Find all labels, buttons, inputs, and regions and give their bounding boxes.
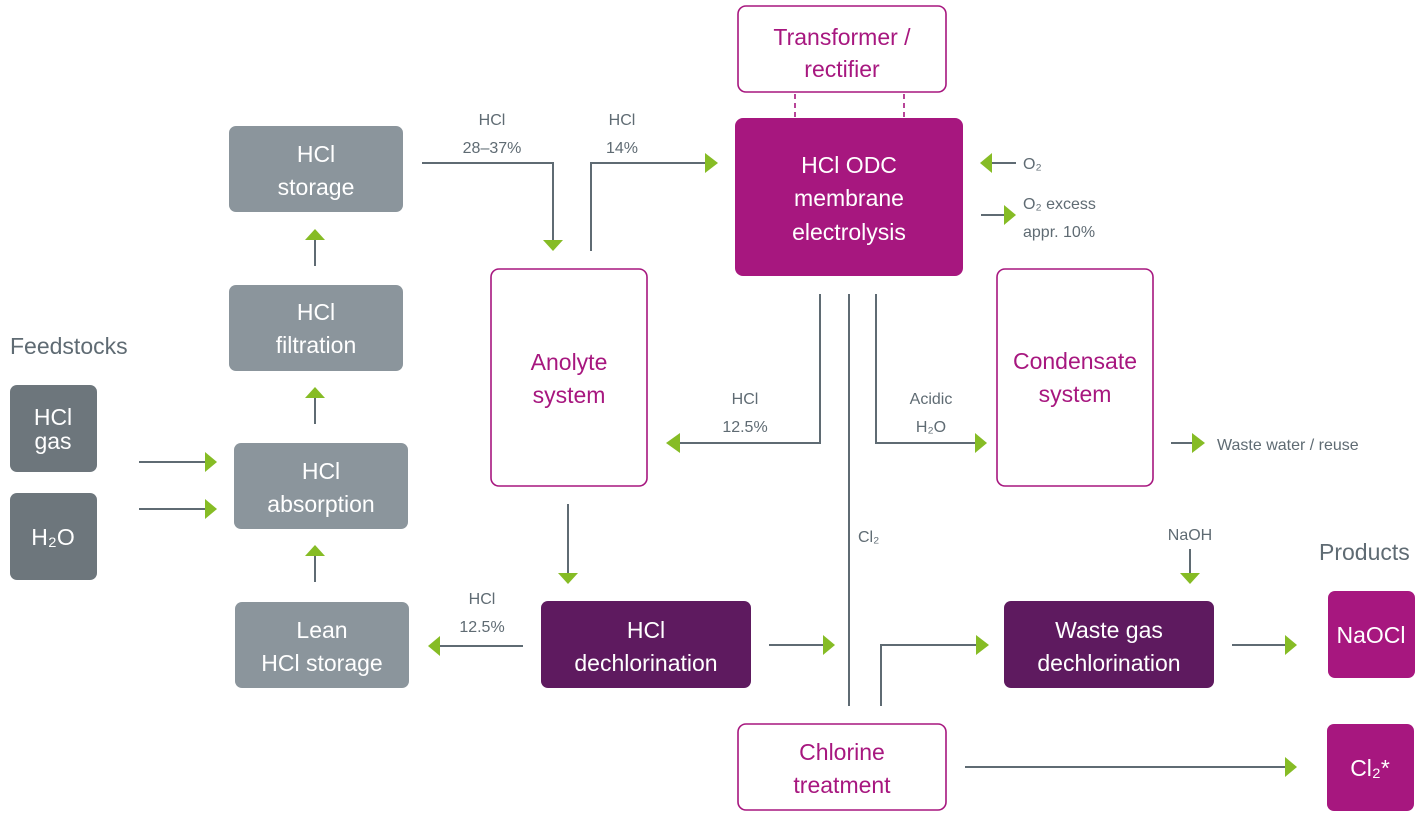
svg-text:gas: gas [34, 428, 71, 454]
svg-text:NaOCl: NaOCl [1336, 622, 1405, 648]
svg-text:Lean: Lean [296, 617, 347, 643]
svg-text:Condensate: Condensate [1013, 348, 1137, 374]
label-hcl-12-5-lean-pct: 12.5% [459, 619, 504, 636]
svg-text:HCl: HCl [297, 299, 335, 325]
svg-text:absorption: absorption [267, 491, 374, 517]
arrow-right-icon [976, 635, 989, 655]
label-hcl-14: HCl [609, 112, 636, 129]
label-naoh: NaOH [1168, 527, 1212, 544]
svg-text:dechlorination: dechlorination [1037, 650, 1180, 676]
arrow-up-icon [305, 387, 325, 398]
svg-text:electrolysis: electrolysis [792, 219, 906, 245]
svg-text:HCl: HCl [302, 458, 340, 484]
label-hcl-28-37: HCl [479, 112, 506, 129]
arrow-heads [205, 153, 1297, 777]
svg-text:HCl ODC: HCl ODC [801, 152, 897, 178]
svg-text:Waste gas: Waste gas [1055, 617, 1163, 643]
node-hcl-dechlorination: HCl dechlorination [541, 601, 751, 688]
label-hcl-12-5-anolyte: HCl [732, 391, 759, 408]
arrow-left-icon [980, 153, 992, 173]
svg-text:Transformer /: Transformer / [773, 24, 911, 50]
arrow-right-icon [1285, 757, 1297, 777]
label-o2-excess: O₂ excess [1023, 196, 1096, 213]
node-hcl-storage: HCl storage [229, 126, 403, 212]
arrow-right-icon [975, 433, 987, 453]
svg-text:treatment: treatment [793, 772, 891, 798]
label-hcl-28-37-pct: 28–37% [463, 140, 522, 157]
svg-text:HCl: HCl [297, 141, 335, 167]
arrow-right-icon [1192, 433, 1205, 453]
arrow-left-icon [428, 636, 440, 656]
arrow-right-icon [1285, 635, 1297, 655]
label-acidic: Acidic [910, 391, 953, 408]
node-hcl-filtration: HCl filtration [229, 285, 403, 371]
arrow-right-icon [823, 635, 835, 655]
arrow-right-icon [205, 499, 217, 519]
label-hcl-12-5-anolyte-pct: 12.5% [722, 419, 767, 436]
arrow-down-icon [543, 240, 563, 251]
arrow-left-icon [666, 433, 680, 453]
node-h2o: H₂O [10, 493, 97, 580]
label-h2o: H₂O [916, 419, 946, 436]
svg-text:rectifier: rectifier [804, 56, 880, 82]
arrow-right-icon [1004, 205, 1016, 225]
svg-text:filtration: filtration [276, 332, 357, 358]
node-cl2-product: Cl₂* [1327, 724, 1414, 811]
node-anolyte-system: Anolyte system [490, 268, 648, 487]
node-hcl-absorption: HCl absorption [234, 443, 408, 529]
label-hcl-12-5-lean: HCl [469, 591, 496, 608]
feedstocks-title: Feedstocks [10, 333, 128, 359]
svg-text:HCl: HCl [34, 404, 72, 430]
node-waste-gas-dechlorination: Waste gas dechlorination [1004, 601, 1214, 688]
label-hcl-14-pct: 14% [606, 140, 638, 157]
label-o2-excess-pct: appr. 10% [1023, 224, 1095, 241]
arrow-down-icon [1180, 573, 1200, 584]
svg-text:system: system [1039, 381, 1112, 407]
arrow-down-icon [558, 573, 578, 584]
node-chlorine-treatment: Chlorine treatment [737, 723, 947, 811]
arrow-up-icon [305, 229, 325, 240]
arrow-up-icon [305, 545, 325, 556]
svg-text:HCl storage: HCl storage [261, 650, 382, 676]
node-hcl-odc-membrane-electrolysis: HCl ODC membrane electrolysis [735, 118, 963, 276]
flow-lines [139, 162, 1285, 768]
svg-text:H₂O: H₂O [31, 524, 74, 550]
arrow-right-icon [705, 153, 718, 173]
svg-text:dechlorination: dechlorination [574, 650, 717, 676]
label-cl2-line: Cl₂ [858, 529, 879, 546]
svg-text:system: system [533, 382, 606, 408]
svg-text:membrane: membrane [794, 185, 904, 211]
node-transformer-rectifier: Transformer / rectifier [737, 5, 947, 93]
svg-text:Chlorine: Chlorine [799, 739, 885, 765]
label-waste-water: Waste water / reuse [1217, 437, 1359, 454]
label-o2-in: O₂ [1023, 156, 1042, 173]
node-naocl: NaOCl [1328, 591, 1415, 678]
svg-text:Anolyte: Anolyte [531, 349, 608, 375]
arrow-right-icon [205, 452, 217, 472]
node-condensate-system: Condensate system [996, 268, 1154, 487]
svg-text:storage: storage [278, 174, 355, 200]
node-hcl-gas: HCl gas [10, 385, 97, 472]
products-title: Products [1319, 539, 1410, 565]
svg-text:HCl: HCl [627, 617, 665, 643]
node-lean-hcl-storage: Lean HCl storage [235, 602, 409, 688]
svg-text:Cl₂*: Cl₂* [1350, 755, 1390, 781]
